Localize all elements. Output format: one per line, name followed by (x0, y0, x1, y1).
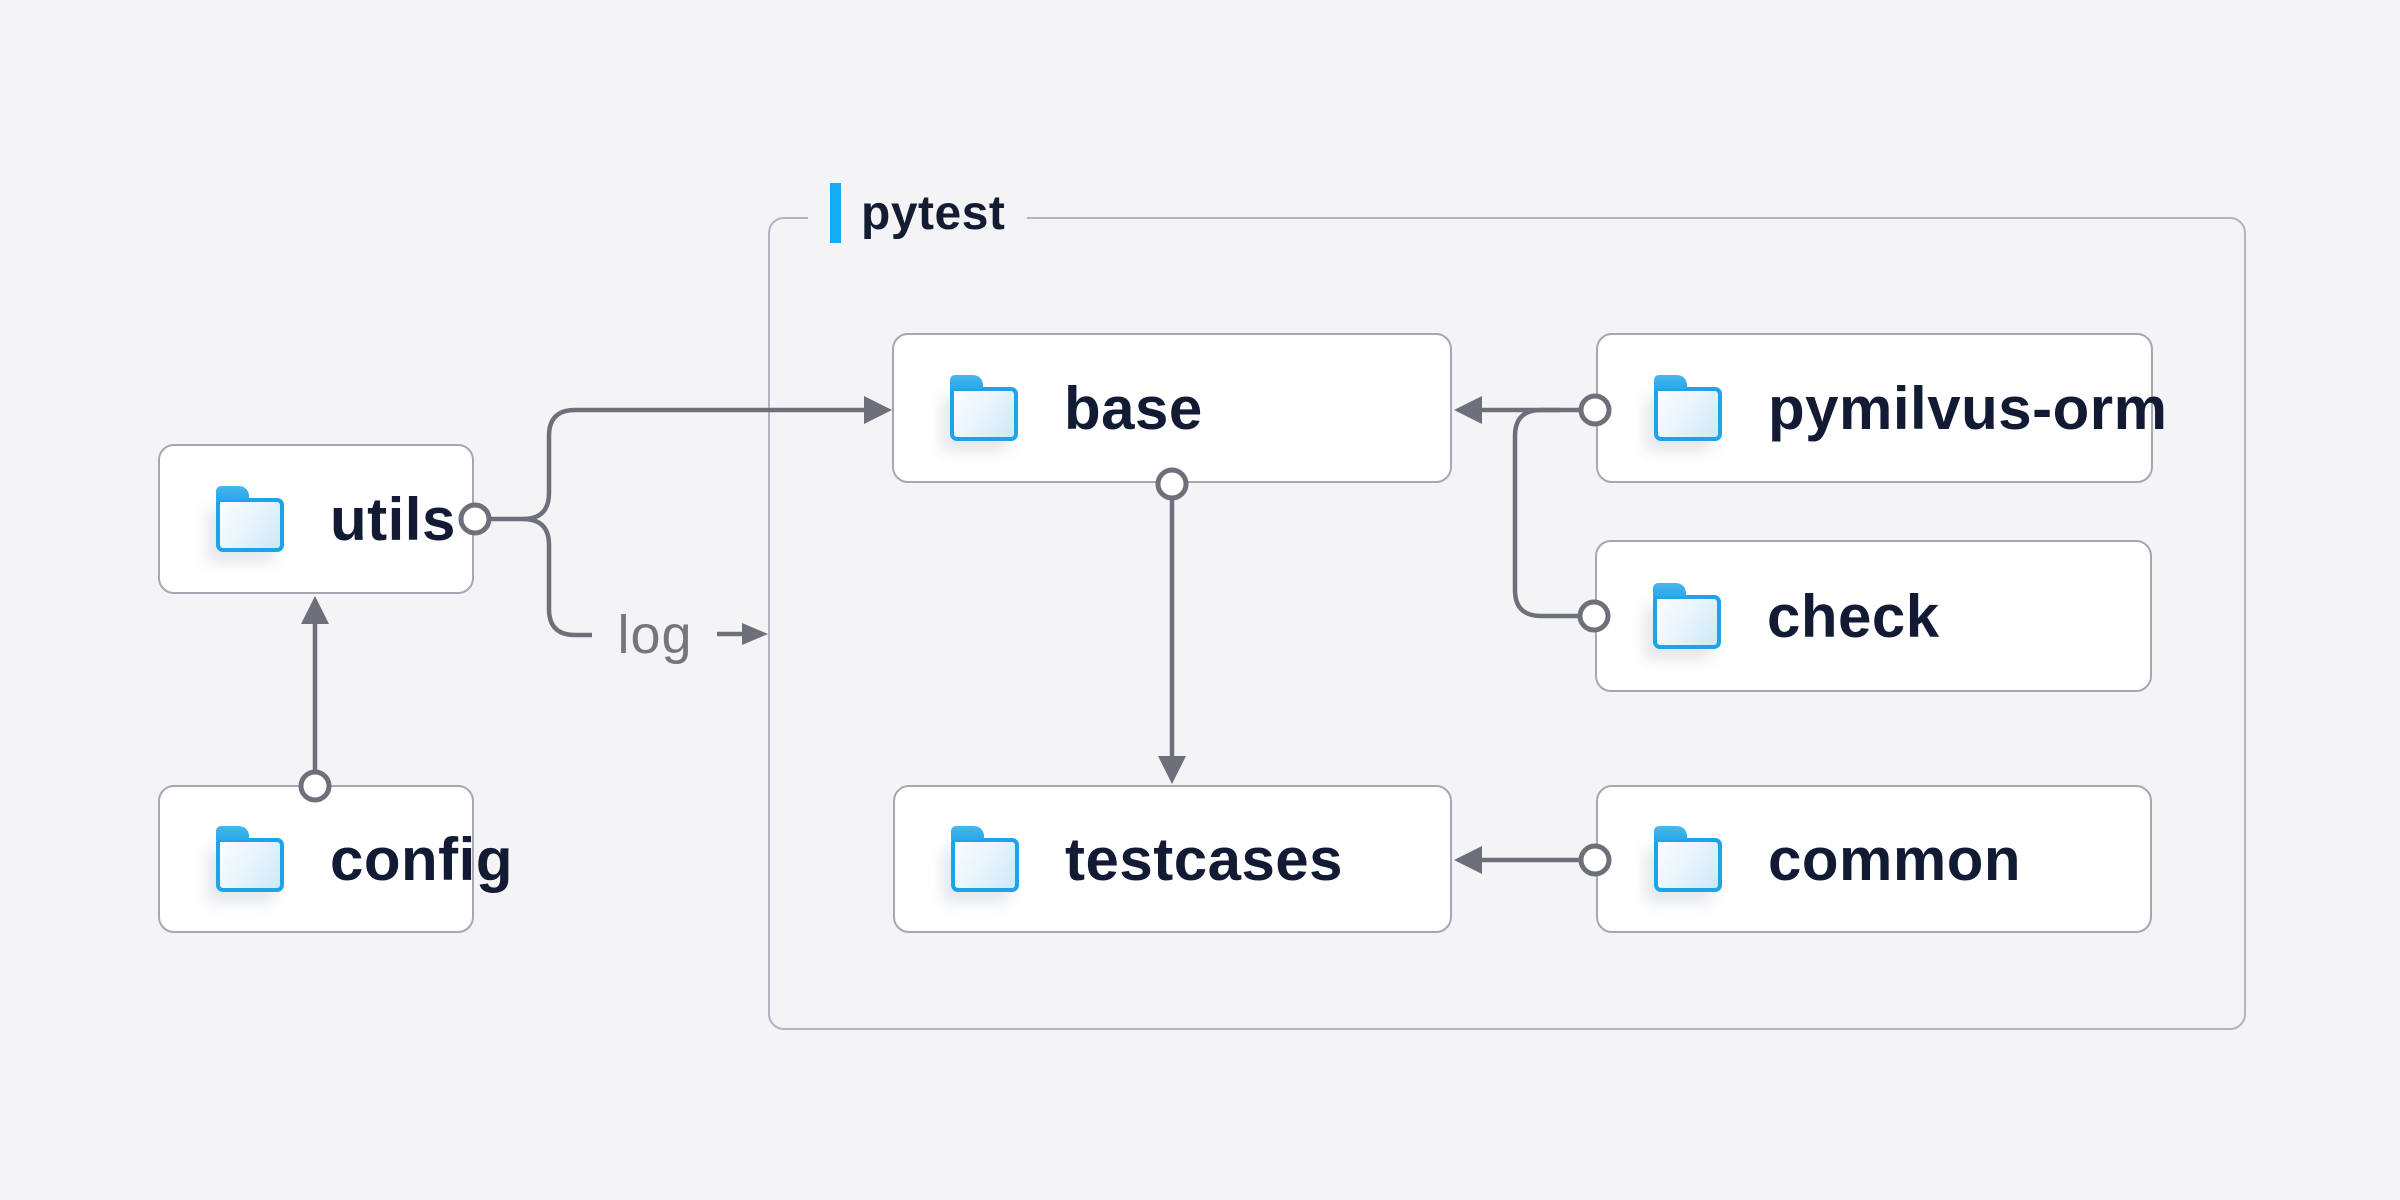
connector-dot-base (1155, 467, 1189, 501)
node-common: common (1596, 785, 2152, 933)
folder-icon (1654, 375, 1722, 441)
edge-common-testcases (1454, 846, 1579, 874)
node-label: common (1768, 825, 2022, 893)
edge-label-log: log (617, 605, 693, 665)
edge-utils-log (522, 516, 768, 645)
connector-dot-check (1577, 599, 1611, 633)
node-check: check (1595, 540, 2152, 692)
folder-icon (1654, 826, 1722, 892)
connector-dot-utils (458, 502, 492, 536)
folder-icon (216, 826, 284, 892)
node-label: pymilvus-orm (1768, 374, 2168, 442)
edge-check-base (1512, 407, 1579, 619)
folder-icon (950, 375, 1018, 441)
folder-icon (951, 826, 1019, 892)
edge-base-testcases (1158, 500, 1186, 784)
folder-icon (216, 486, 284, 552)
connector-dot-config (298, 769, 332, 803)
node-label: base (1064, 374, 1203, 442)
node-testcases: testcases (893, 785, 1452, 933)
pytest-container-box (768, 217, 2246, 1030)
node-base: base (892, 333, 1452, 483)
edge-utils-base (490, 396, 892, 522)
node-config: config (158, 785, 512, 933)
connector-dot-common (1578, 843, 1612, 877)
node-label: utils (330, 485, 456, 553)
edge-config-utils (301, 596, 329, 770)
node-pymilvus-orm: pymilvus-orm (1596, 333, 2167, 483)
pytest-container-title: pytest (861, 186, 1006, 240)
accent-bar (830, 183, 841, 243)
node-label: check (1767, 582, 1940, 650)
connector-dot-pymilvus-orm (1578, 393, 1612, 427)
folder-icon (1653, 583, 1721, 649)
node-label: testcases (1065, 825, 1344, 893)
pytest-container-label: pytest (808, 181, 1028, 245)
node-utils: utils (158, 444, 474, 594)
node-label: config (330, 825, 513, 893)
